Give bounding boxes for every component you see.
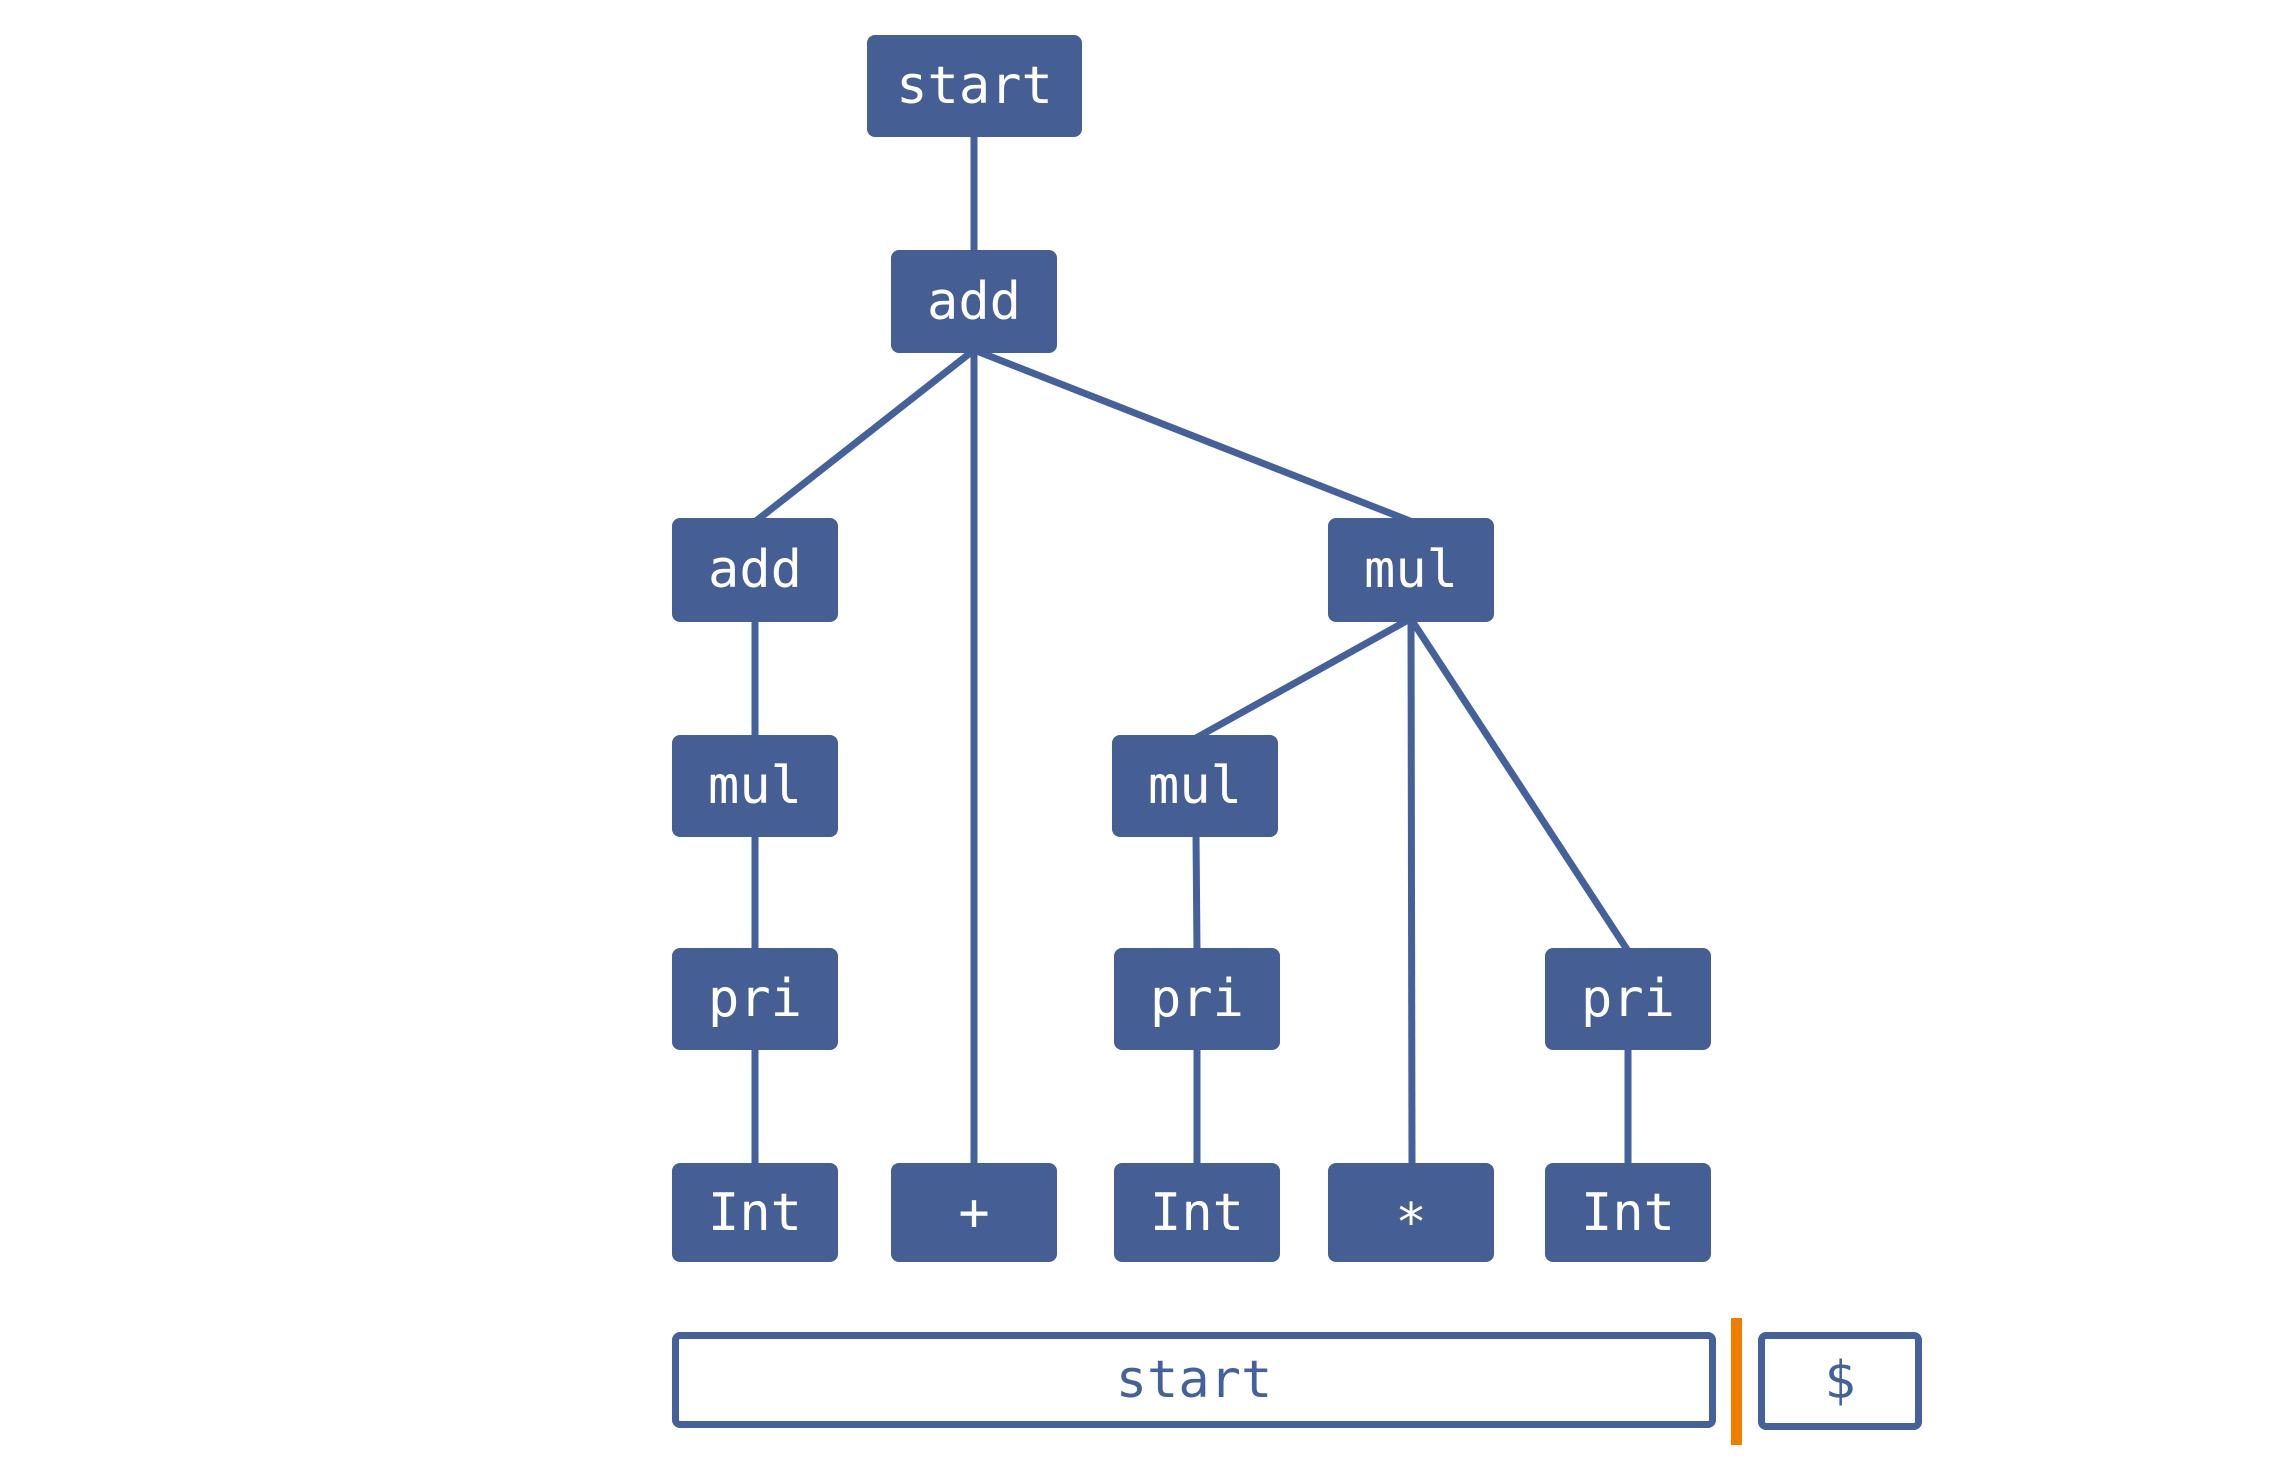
edge-mul3-pri2 bbox=[1192, 833, 1201, 952]
node-label: mul bbox=[708, 756, 802, 816]
end-marker-label: $ bbox=[1824, 1351, 1856, 1411]
tree-node-plus-terminal: + bbox=[891, 1163, 1057, 1262]
node-label: Int bbox=[1150, 1182, 1244, 1243]
tree-node-mul-left: mul bbox=[672, 735, 838, 837]
tree-node-pri-left: pri bbox=[672, 948, 838, 1050]
tree-node-star-terminal: * bbox=[1328, 1163, 1494, 1262]
input-strip-symbol-box: start bbox=[672, 1332, 1716, 1428]
node-label: * bbox=[1395, 1192, 1427, 1253]
edge-add-add bbox=[753, 347, 977, 524]
input-strip-symbol-label: start bbox=[1115, 1350, 1273, 1410]
tree-node-int-left: Int bbox=[672, 1163, 838, 1262]
node-label: mul bbox=[1148, 756, 1242, 816]
node-label: + bbox=[958, 1182, 990, 1243]
tree-node-add-top: add bbox=[891, 250, 1057, 353]
tree-node-start-root: start bbox=[867, 35, 1082, 137]
node-label: Int bbox=[1581, 1182, 1675, 1243]
node-label: Int bbox=[708, 1182, 802, 1243]
node-label: start bbox=[896, 56, 1053, 116]
node-label: pri bbox=[708, 969, 802, 1029]
edge-mul1-mul3 bbox=[1194, 615, 1412, 742]
tree-node-pri-right: pri bbox=[1545, 948, 1711, 1050]
tree-node-add-left: add bbox=[672, 518, 838, 622]
end-marker-box: $ bbox=[1758, 1332, 1922, 1430]
node-label: mul bbox=[1364, 540, 1458, 600]
node-label: pri bbox=[1150, 969, 1244, 1029]
tree-node-mul-middle: mul bbox=[1112, 735, 1278, 837]
tree-node-mul-right: mul bbox=[1328, 518, 1494, 622]
tree-node-int-middle: Int bbox=[1114, 1163, 1280, 1262]
node-label: pri bbox=[1581, 969, 1675, 1029]
edge-mul1-pri3 bbox=[1408, 617, 1631, 953]
tree-node-int-right: Int bbox=[1545, 1163, 1711, 1262]
node-label: add bbox=[708, 540, 802, 600]
edge-add-mul bbox=[972, 346, 1412, 525]
edge-mul1-star bbox=[1407, 618, 1416, 1167]
input-cursor-bar bbox=[1731, 1318, 1742, 1445]
tree-node-pri-middle: pri bbox=[1114, 948, 1280, 1050]
node-label: add bbox=[927, 271, 1021, 332]
